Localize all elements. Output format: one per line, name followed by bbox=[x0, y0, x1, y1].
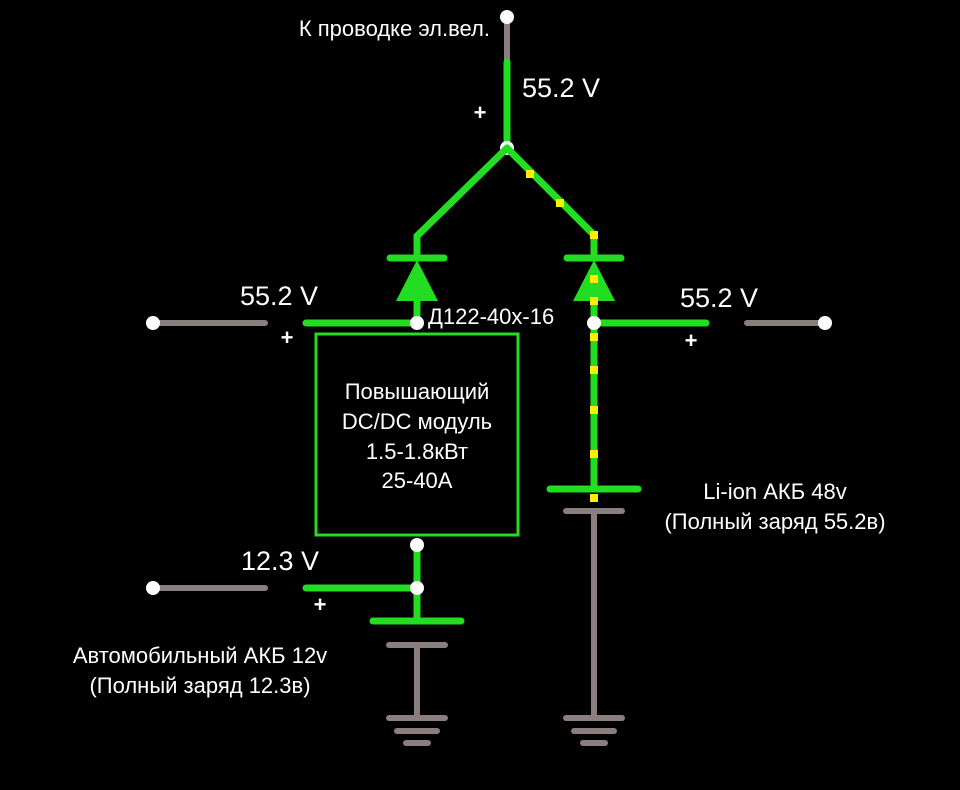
li-ion-battery-charge: (Полный заряд 55.2в) bbox=[664, 509, 885, 534]
dcdc-output-node[interactable] bbox=[410, 316, 424, 330]
top-voltage-label: 55.2 V bbox=[522, 73, 600, 103]
dcdc-line-4: 25-40А bbox=[382, 468, 453, 493]
current-flow-dots bbox=[526, 170, 598, 502]
car-battery-junction-node[interactable] bbox=[410, 581, 424, 595]
car-battery-charge: (Полный заряд 12.3в) bbox=[89, 673, 310, 698]
left-terminal-node[interactable] bbox=[146, 316, 160, 330]
current-dot bbox=[526, 170, 534, 178]
dcdc-line-2: DC/DC модуль bbox=[342, 409, 492, 434]
dcdc-line-1: Повышающий bbox=[345, 379, 490, 404]
left-diode-branch-wire bbox=[413, 144, 511, 259]
car-battery-title: Автомобильный АКБ 12v bbox=[73, 643, 327, 668]
right-terminal-node[interactable] bbox=[818, 316, 832, 330]
top-plus-sign: + bbox=[474, 100, 487, 125]
li-ion-battery-title: Li-ion АКБ 48v bbox=[703, 479, 846, 504]
car-battery-ground-icon bbox=[386, 715, 448, 746]
current-dot bbox=[590, 297, 598, 305]
li-ion-battery-symbol bbox=[546, 485, 642, 721]
left-diode-triangle bbox=[396, 260, 438, 301]
current-dot bbox=[590, 231, 598, 239]
top-wiring-label: К проводке эл.вел. bbox=[299, 16, 490, 41]
current-dot bbox=[590, 494, 598, 502]
left-voltage-label: 55.2 V bbox=[240, 281, 318, 311]
right-voltage-label: 55.2 V bbox=[680, 283, 758, 313]
right-diode-branch-wire bbox=[503, 144, 598, 259]
dcdc-line-3: 1.5-1.8кВт bbox=[366, 439, 468, 464]
current-dot bbox=[590, 333, 598, 341]
left-plus-sign: + bbox=[281, 325, 294, 350]
diode-model-label: Д122-40х-16 bbox=[428, 304, 554, 329]
current-dot bbox=[590, 450, 598, 458]
right-plus-sign: + bbox=[685, 328, 698, 353]
top-terminal-node[interactable] bbox=[500, 10, 514, 24]
current-dot bbox=[590, 406, 598, 414]
current-dot bbox=[590, 275, 598, 283]
current-dot bbox=[556, 199, 564, 207]
low-voltage-label: 12.3 V bbox=[241, 546, 319, 576]
current-dot bbox=[590, 366, 598, 374]
low-terminal-node[interactable] bbox=[146, 581, 160, 595]
li-ion-battery-ground-icon bbox=[563, 715, 625, 746]
car-battery-symbol bbox=[369, 617, 465, 721]
dcdc-module-box bbox=[314, 332, 520, 537]
low-plus-sign: + bbox=[314, 592, 327, 617]
left-diode bbox=[386, 254, 448, 301]
dcdc-input-node[interactable] bbox=[410, 538, 424, 552]
right-diode-junction-node[interactable] bbox=[587, 316, 601, 330]
